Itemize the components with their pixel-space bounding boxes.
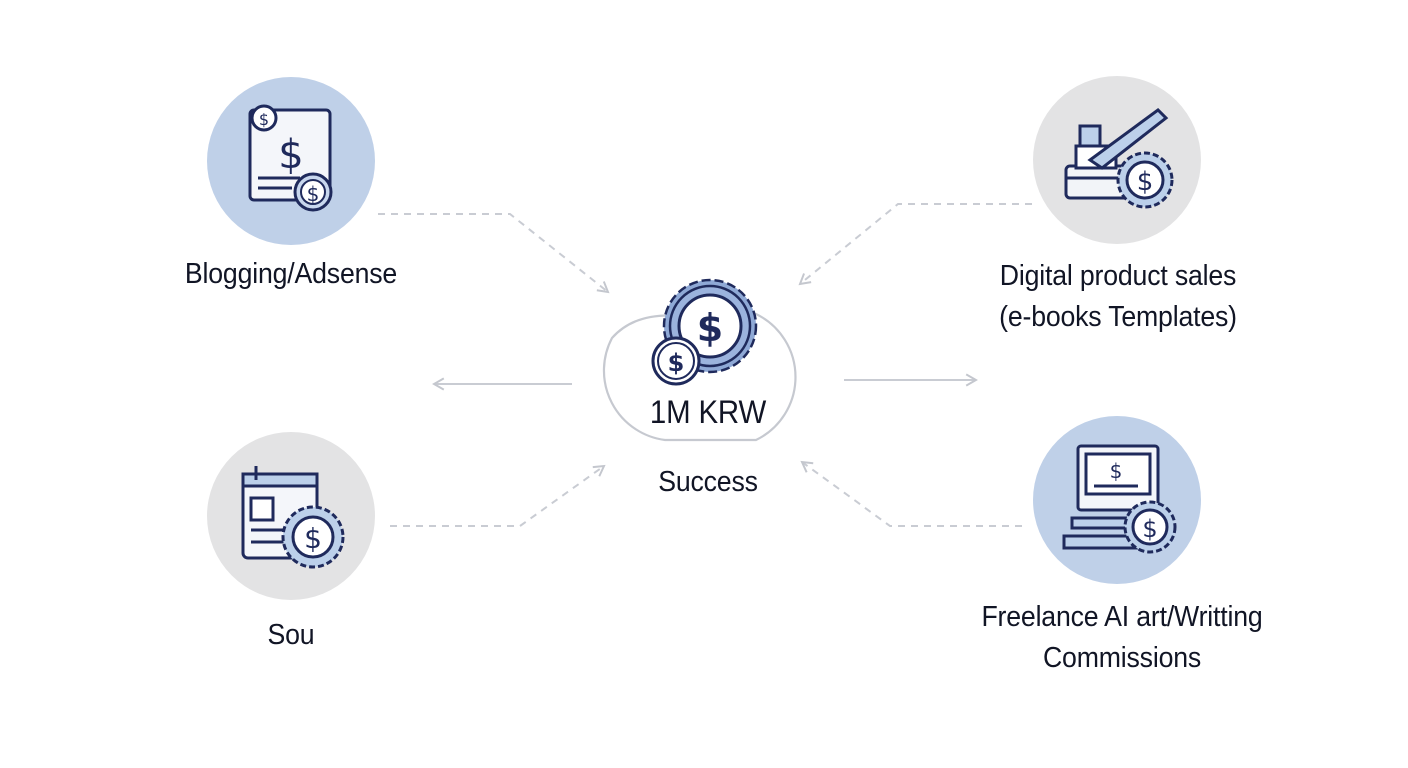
freelance-label: Freelance AI art/Writting Commissions xyxy=(952,597,1292,679)
svg-text:$: $ xyxy=(668,349,685,377)
center-hub: $ $ xyxy=(602,278,797,442)
calendar-dollar-icon: $ xyxy=(241,466,345,569)
connector-sou xyxy=(390,464,606,527)
small-coin-icon: $ xyxy=(651,336,701,386)
blogging-label-text: Blogging/Adsense xyxy=(184,258,398,290)
node-digital-products: $ xyxy=(1033,76,1201,244)
freelance-label-line2: Commissions xyxy=(1042,642,1202,674)
connectors xyxy=(378,203,1032,527)
freelance-label-line1: Freelance AI art/Writting xyxy=(981,601,1263,633)
svg-text:$: $ xyxy=(278,132,303,178)
digital-products-label-line1: Digital product sales xyxy=(999,260,1237,292)
sou-label-text: Sou xyxy=(267,619,315,651)
center-amount-text: 1M KRW xyxy=(649,394,767,430)
node-blogging: $ $ $ xyxy=(207,77,375,245)
svg-text:$: $ xyxy=(307,182,320,206)
sou-label: Sou xyxy=(199,615,383,656)
stapler-dollar-icon: $ xyxy=(1064,108,1174,209)
center-caption-text: Success xyxy=(658,466,758,498)
svg-text:$: $ xyxy=(1110,459,1123,483)
svg-text:$: $ xyxy=(1142,515,1157,543)
digital-products-label-line2: (e-books Templates) xyxy=(999,301,1237,333)
center-caption: Success xyxy=(616,462,800,503)
svg-text:$: $ xyxy=(1137,167,1154,197)
node-freelance: $ $ xyxy=(1033,416,1201,584)
node-sou: $ xyxy=(207,432,375,600)
connector-blogging xyxy=(378,213,610,294)
center-amount: 1M KRW xyxy=(616,392,800,433)
svg-text:$: $ xyxy=(259,110,269,129)
digital-products-label: Digital product sales (e-books Templates… xyxy=(971,256,1265,338)
svg-text:$: $ xyxy=(304,522,322,555)
connector-freelance xyxy=(800,460,1022,527)
computer-dollar-icon: $ $ xyxy=(1062,444,1177,554)
connector-digital-products xyxy=(798,203,1032,286)
svg-text:$: $ xyxy=(697,306,723,350)
document-dollar-icon: $ $ $ xyxy=(248,104,333,212)
blogging-label: Blogging/Adsense xyxy=(153,254,429,295)
